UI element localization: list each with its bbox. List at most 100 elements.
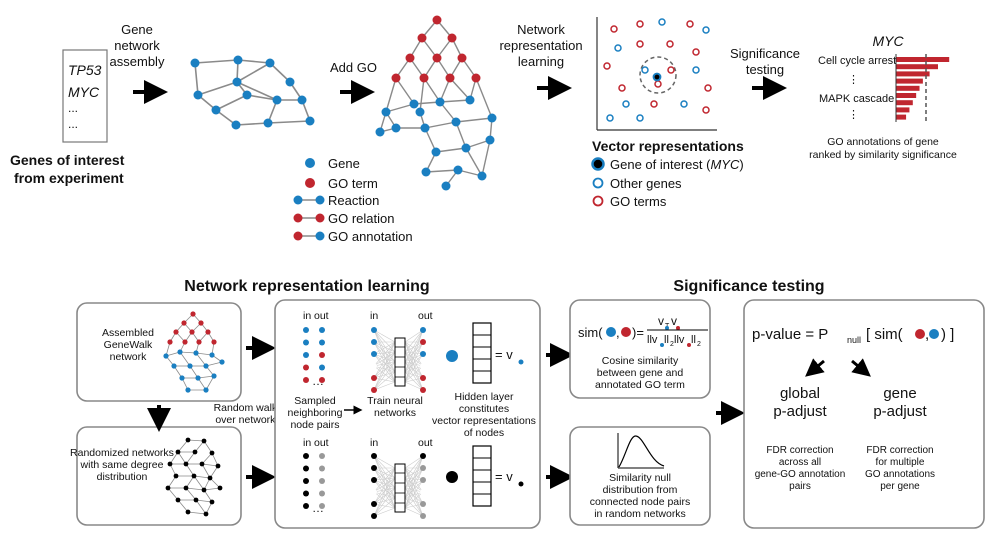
- gene-node: [185, 437, 191, 443]
- nn-input-node: [371, 351, 377, 357]
- sampled-2: neighboring: [288, 407, 343, 419]
- svg-text:⋮: ⋮: [848, 109, 859, 121]
- graph-edge: [195, 499, 213, 503]
- nn-connection: [373, 477, 396, 517]
- nn-connection: [404, 477, 424, 493]
- gene-list-box: [62, 49, 108, 143]
- sampled-3: node pairs: [290, 419, 339, 431]
- graph-edge: [179, 351, 191, 367]
- random-walks-2: over networks: [215, 414, 280, 426]
- nn-connection: [404, 479, 424, 499]
- pair-out-node: [319, 490, 325, 497]
- graph-edge: [385, 77, 397, 113]
- hidden-layer: [394, 463, 406, 513]
- go-term-node: [211, 339, 217, 345]
- vector-space-plot: [596, 17, 717, 131]
- step-gene-network-1: Gene: [121, 22, 153, 37]
- go-term-node: [190, 311, 196, 317]
- legend-gene-dot: [305, 158, 315, 168]
- gene-node: [297, 95, 307, 105]
- genes-of-interest-label-2: from experiment: [14, 170, 124, 186]
- nn-connection: [373, 479, 396, 509]
- myc-ranking-chart: MYC Cell cycle arrest ⋮ MAPK cascade ⋮ G…: [809, 33, 957, 161]
- legend-goterm-marker: [592, 195, 604, 207]
- sampled-1: Sampled: [294, 395, 336, 407]
- gene-node: [175, 497, 181, 503]
- node-pairs: [303, 327, 325, 509]
- step-sig-1: Significance: [730, 46, 800, 61]
- gene-node: [375, 127, 385, 137]
- go-term-vector: [636, 20, 644, 28]
- nn-connection: [404, 455, 424, 509]
- out-label-bottom: out: [314, 437, 329, 449]
- gene-node: [175, 449, 181, 455]
- nn-connection: [373, 477, 396, 493]
- svg-text:v: v: [671, 314, 677, 328]
- step-nrl-2: representation: [499, 38, 582, 53]
- nn-connection: [373, 503, 396, 509]
- svg-text:)=: )=: [632, 325, 644, 340]
- nn-output-node: [420, 501, 426, 507]
- hidden-1: Hidden layer: [455, 391, 514, 403]
- graph-edge: [205, 361, 223, 367]
- nn-input-node: [371, 453, 377, 459]
- pvalue-null: null: [847, 335, 861, 345]
- gene-node: [179, 375, 185, 381]
- nn-connection: [404, 467, 424, 481]
- nn-connection: [373, 341, 396, 367]
- gene-padjust-1: gene: [883, 385, 916, 402]
- pair-out-node: [319, 364, 325, 371]
- graph-edge: [435, 147, 467, 153]
- nn-connection: [373, 467, 396, 481]
- graph-edge: [424, 121, 457, 129]
- graph-edge: [195, 352, 207, 367]
- nn-output-node: [420, 513, 426, 519]
- go-term-vector: [603, 62, 611, 70]
- nn-connection: [373, 479, 396, 489]
- gene-vector: [680, 100, 688, 108]
- assembled-label-2: GeneWalk: [104, 339, 153, 351]
- svg-text:ll: ll: [664, 334, 669, 346]
- gene-node: [485, 135, 495, 145]
- nn-connection: [373, 381, 396, 391]
- graph-edge: [195, 352, 213, 356]
- graph-edge: [185, 487, 205, 491]
- graph-edge: [185, 451, 196, 465]
- graph-edge: [395, 77, 415, 105]
- null-distribution-plot: [617, 433, 665, 469]
- graph-edge: [185, 463, 195, 477]
- global-caption-1: FDR correction: [766, 445, 833, 456]
- step-gene-network-3: assembly: [110, 54, 165, 69]
- nn-connection: [404, 365, 424, 373]
- legend-go-term: GO term: [328, 176, 378, 191]
- nn-connection: [404, 365, 424, 383]
- go-term-node: [205, 329, 211, 335]
- nn-input-node: [371, 327, 377, 333]
- nn-connection: [373, 477, 396, 505]
- go-term-vector: [666, 40, 674, 48]
- pair-in-node: [303, 327, 309, 333]
- nn-connection: [373, 467, 396, 517]
- nn-connection: [373, 351, 396, 391]
- pair-in-node: [303, 339, 309, 346]
- go-term-vector: [692, 48, 700, 56]
- nn-connection: [404, 479, 424, 489]
- global-caption-2: across all: [779, 457, 821, 468]
- graph-edge: [419, 77, 425, 113]
- go-term-node: [457, 53, 467, 63]
- graph-edge: [455, 121, 467, 149]
- nn-connection: [373, 455, 396, 469]
- gene-node: [195, 375, 201, 381]
- nn-connection: [404, 467, 424, 489]
- gene-node: [231, 120, 241, 130]
- gene-node: [487, 113, 497, 123]
- nn-connection: [373, 371, 396, 391]
- nn-input-node: [371, 375, 377, 381]
- significance-box: [743, 299, 985, 529]
- nn-connection: [373, 491, 396, 499]
- genes-of-interest-label-1: Genes of interest: [10, 152, 125, 168]
- nn-output-node: [420, 351, 426, 357]
- vec-eq-bottom: = v: [495, 469, 513, 484]
- graph-edge: [177, 499, 189, 513]
- graph-edge: [465, 147, 483, 177]
